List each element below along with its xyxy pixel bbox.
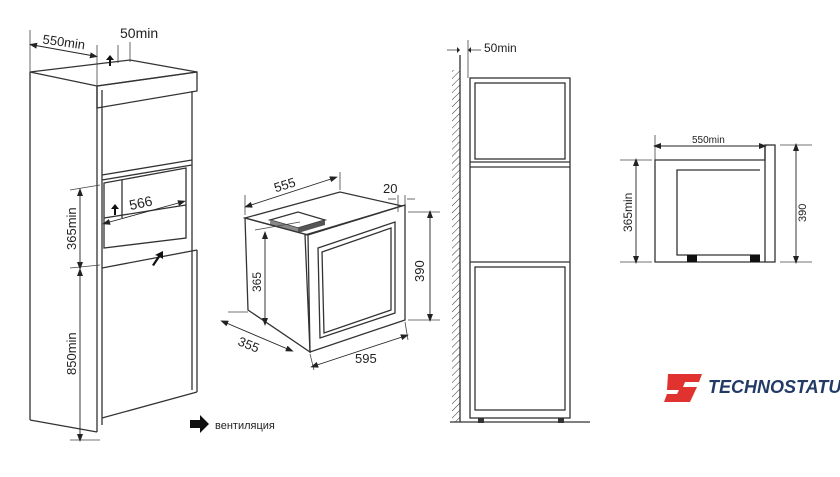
niche-height-label: 365min — [64, 207, 79, 250]
side-front-height-label: 390 — [797, 204, 809, 222]
legend-label: вентиляция — [215, 420, 275, 432]
cabinet-view: 550min 50min 566 365min 850min — [29, 25, 198, 442]
vent-arrow-icon — [106, 55, 114, 66]
cabinet-depth-label: 550min — [42, 32, 86, 53]
oven-view: 555 20 390 365 355 595 — [220, 172, 440, 371]
column-view: 50min — [447, 40, 590, 423]
oven-side-depth-label: 355 — [236, 334, 262, 356]
cabinet-niche — [103, 167, 187, 249]
arrow-right-icon — [190, 415, 209, 433]
vent-arrow-icon — [111, 204, 119, 215]
side-niche-height-label: 365min — [621, 193, 635, 232]
side-view: 550min 365min 390 — [620, 135, 812, 264]
cabinet-top — [29, 59, 198, 87]
oven-front — [304, 204, 406, 353]
column-gap-label: 50min — [484, 41, 517, 55]
logo-text: TECHNOSTATUS — [708, 377, 840, 397]
oven-frame-label: 20 — [383, 181, 397, 196]
oven-front-width-label: 595 — [355, 351, 377, 366]
side-depth-label: 550min — [692, 135, 725, 146]
oven-body-height-label: 365 — [250, 272, 264, 292]
lower-height-label: 850min — [64, 332, 79, 375]
oven-depth-label: 555 — [272, 175, 297, 196]
vent-gap-label: 50min — [120, 25, 158, 41]
oven-front-height-label: 390 — [412, 260, 427, 282]
niche-width-label: 566 — [128, 193, 154, 214]
technostatus-logo: TECHNOSTATUS — [664, 374, 840, 402]
legend: вентиляция — [190, 415, 275, 433]
cabinet-top-front — [96, 71, 198, 109]
logo-mark — [664, 374, 702, 402]
vent-arrow-icon — [152, 251, 163, 266]
